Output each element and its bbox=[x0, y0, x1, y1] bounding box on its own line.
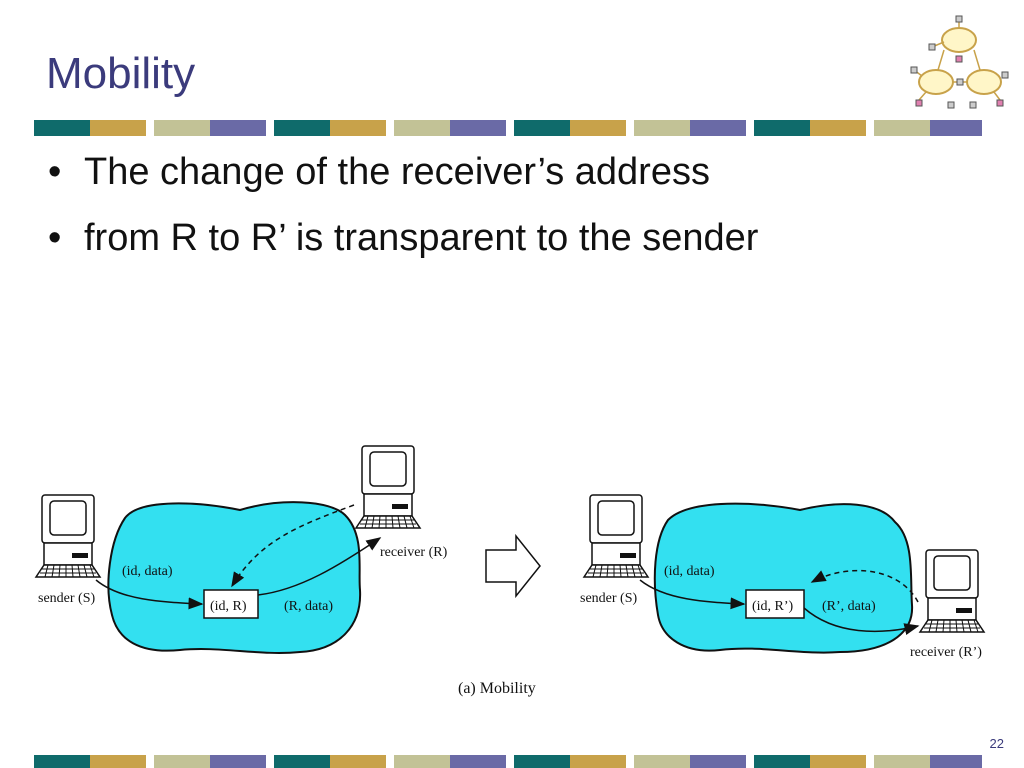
bar-segment bbox=[754, 755, 810, 768]
redirect-box-label: (id, R) bbox=[210, 599, 247, 614]
sender-label: sender (S) bbox=[580, 591, 637, 606]
page-number: 22 bbox=[989, 736, 1004, 751]
bar-segment bbox=[274, 120, 330, 136]
bar-segment bbox=[90, 120, 146, 136]
mobility-diagram: sender (S) receiver (R) (id, data) (id, … bbox=[35, 445, 985, 697]
bullet-list: •The change of the receiver’s address •f… bbox=[48, 148, 758, 280]
bar-segment bbox=[810, 120, 866, 136]
bar-segment bbox=[90, 755, 146, 768]
bar-segment bbox=[154, 755, 210, 768]
bar-segment bbox=[930, 755, 982, 768]
receiver-computer-icon bbox=[919, 549, 985, 633]
bar-segment bbox=[874, 120, 930, 136]
bar-segment bbox=[570, 755, 626, 768]
bar-segment bbox=[754, 120, 810, 136]
bar-segment bbox=[514, 120, 570, 136]
redirect-box bbox=[745, 589, 805, 619]
sender-computer-icon bbox=[583, 494, 649, 578]
diagram-caption: (a) Mobility bbox=[458, 680, 536, 697]
sender-computer-icon bbox=[35, 494, 101, 578]
bar-segment bbox=[274, 755, 330, 768]
bar-segment bbox=[634, 755, 690, 768]
redirect-box-label: (id, R’) bbox=[752, 599, 794, 614]
bar-segment bbox=[690, 120, 746, 136]
bar-segment bbox=[930, 120, 982, 136]
bullet-item: •The change of the receiver’s address bbox=[48, 151, 710, 193]
slide-title: Mobility bbox=[46, 49, 196, 98]
bar-segment bbox=[34, 755, 90, 768]
bar-segment bbox=[874, 755, 930, 768]
bar-segment bbox=[810, 755, 866, 768]
message-label: (id, data) bbox=[122, 564, 173, 579]
bar-segment bbox=[210, 755, 266, 768]
network-cloud bbox=[653, 502, 914, 654]
footer-color-bar bbox=[34, 755, 982, 768]
transition-arrow-icon bbox=[485, 533, 541, 599]
sender-label: sender (S) bbox=[38, 591, 95, 606]
bullet-item: •from R to R’ is transparent to the send… bbox=[48, 217, 759, 259]
bar-segment bbox=[570, 120, 626, 136]
bar-segment bbox=[154, 120, 210, 136]
receiver-label: receiver (R’) bbox=[910, 645, 982, 660]
bar-segment bbox=[450, 120, 506, 136]
bar-segment bbox=[634, 120, 690, 136]
bar-segment bbox=[450, 755, 506, 768]
bar-segment bbox=[690, 755, 746, 768]
bar-segment bbox=[514, 755, 570, 768]
network-clouds-logo-icon bbox=[910, 15, 1009, 109]
forward-label: (R, data) bbox=[284, 599, 333, 614]
bar-segment bbox=[330, 120, 386, 136]
header-color-bar bbox=[34, 120, 982, 136]
forward-label: (R’, data) bbox=[822, 599, 876, 614]
message-label: (id, data) bbox=[664, 564, 715, 579]
bar-segment bbox=[210, 120, 266, 136]
redirect-box bbox=[203, 589, 259, 619]
bar-segment bbox=[394, 755, 450, 768]
bar-segment bbox=[34, 120, 90, 136]
receiver-computer-icon bbox=[355, 445, 421, 529]
receiver-label: receiver (R) bbox=[380, 545, 448, 560]
bar-segment bbox=[394, 120, 450, 136]
bar-segment bbox=[330, 755, 386, 768]
